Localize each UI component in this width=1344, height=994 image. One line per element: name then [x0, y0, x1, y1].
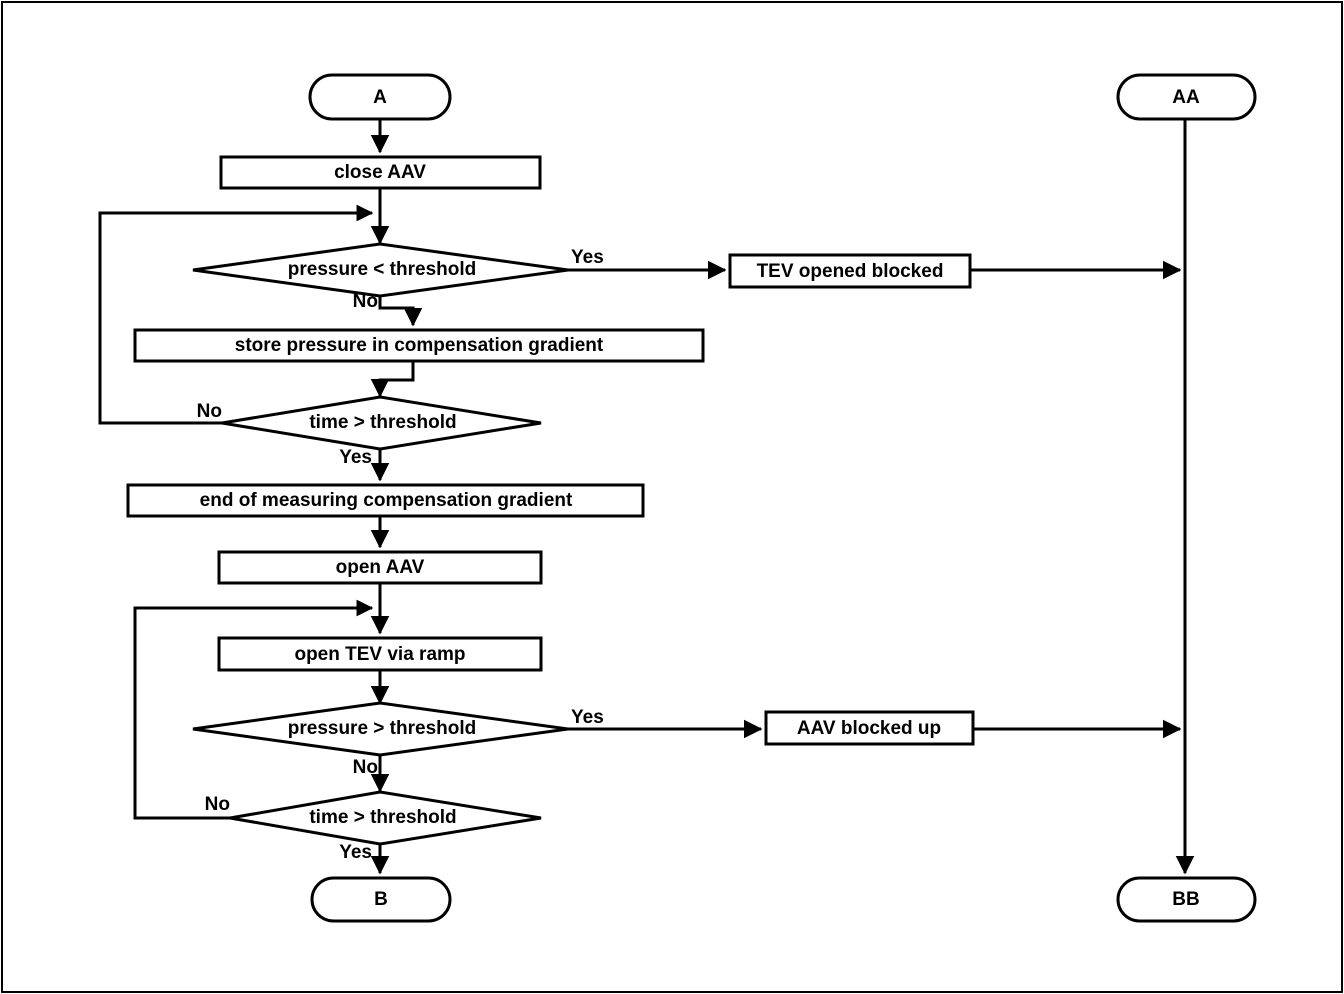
open-tev-ramp-shape [217, 636, 543, 672]
node-end-b[interactable]: B [310, 876, 452, 923]
aav-blocked-up-label: AAV blocked up [797, 718, 941, 739]
node-time-gt-2[interactable]: time > threshold [229, 790, 542, 846]
start-a-shape [308, 73, 452, 121]
node-end-measuring[interactable]: end of measuring compensation gradient [126, 483, 645, 518]
start-aa-shape [1116, 73, 1257, 121]
close-aav-label: close AAV [334, 162, 426, 183]
start-aa-label: AA [1172, 87, 1200, 108]
node-close-aav[interactable]: close AAV [219, 155, 542, 190]
edge-label-pressure-gt-yes: Yes [571, 707, 604, 728]
node-end-bb[interactable]: BB [1116, 876, 1257, 923]
edge-pressure-lt-no [378, 297, 423, 327]
node-start-aa[interactable]: AA [1116, 73, 1257, 121]
end-b-shape [310, 876, 452, 923]
edge-store-pressure-to-time-gt-1 [370, 360, 415, 398]
node-start-a[interactable]: A [308, 73, 452, 121]
node-time-gt-1[interactable]: time > threshold [221, 395, 542, 451]
start-a-label: A [373, 87, 387, 108]
time-gt-1-shape [221, 395, 542, 451]
edge-label-pressure-lt-yes: Yes [571, 247, 604, 268]
node-open-tev-ramp[interactable]: open TEV via ramp [217, 636, 543, 672]
pressure-gt-shape [192, 701, 569, 757]
store-pressure-label: store pressure in compensation gradient [235, 335, 604, 356]
pressure-lt-shape [192, 242, 569, 298]
end-measuring-shape [126, 483, 645, 518]
node-pressure-lt[interactable]: pressure < threshold [192, 242, 569, 298]
node-open-aav[interactable]: open AAV [217, 550, 543, 585]
node-aav-blocked-up[interactable]: AAV blocked up [764, 710, 975, 746]
store-pressure-shape [133, 328, 705, 363]
node-pressure-gt[interactable]: pressure > threshold [192, 701, 569, 757]
pressure-gt-label: pressure > threshold [288, 718, 476, 739]
open-aav-label: open AAV [336, 557, 425, 578]
tev-opened-blocked-label: TEV opened blocked [757, 261, 944, 282]
edge-time-gt-2-no-loop [133, 599, 374, 820]
edge-label-time-gt-2-no: No [205, 794, 230, 815]
edge-label-pressure-gt-no: No [353, 757, 378, 778]
edge-label-pressure-lt-no: No [353, 291, 378, 312]
end-measuring-label: end of measuring compensation gradient [200, 490, 573, 511]
node-tev-opened-blocked[interactable]: TEV opened blocked [728, 253, 972, 289]
pressure-lt-label: pressure < threshold [288, 259, 476, 280]
end-b-label: B [374, 889, 388, 910]
time-gt-2-shape [229, 790, 542, 846]
time-gt-1-label: time > threshold [309, 412, 456, 433]
end-bb-shape [1116, 876, 1257, 923]
time-gt-2-label: time > threshold [309, 807, 456, 828]
edge-label-time-gt-1-yes: Yes [339, 447, 372, 468]
aav-blocked-up-shape [764, 710, 975, 746]
open-aav-shape [217, 550, 543, 585]
edge-time-gt-1-no-loop [98, 204, 374, 425]
open-tev-ramp-label: open TEV via ramp [294, 644, 465, 665]
end-bb-label: BB [1172, 889, 1199, 910]
tev-opened-blocked-shape [728, 253, 972, 289]
edge-label-time-gt-2-yes: Yes [339, 842, 372, 863]
close-aav-shape [219, 155, 542, 190]
node-store-pressure[interactable]: store pressure in compensation gradient [133, 328, 705, 363]
edge-label-time-gt-1-no: No [197, 401, 222, 422]
